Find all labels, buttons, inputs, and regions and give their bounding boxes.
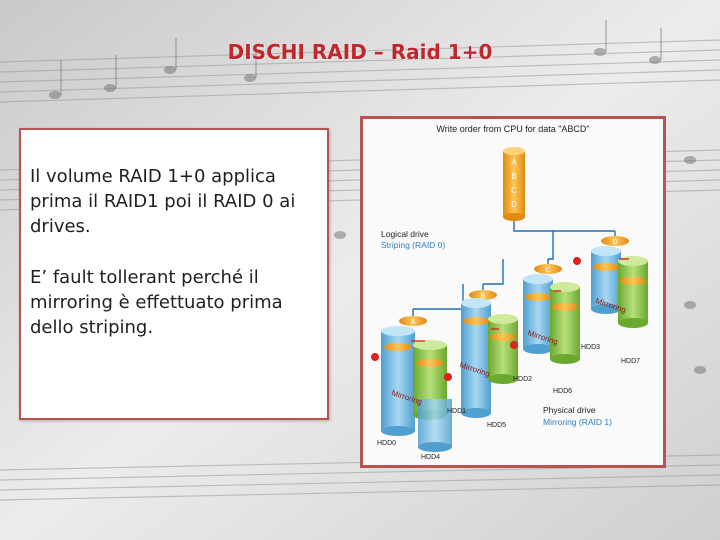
- label-hdd0: HDD0: [377, 440, 396, 447]
- svg-text:A: A: [411, 319, 416, 326]
- drive-labels: HDD7 HDD3 HDD6 HDD2 HDD1 HDD5 HDD0 HDD4: [377, 344, 640, 461]
- disk-hdd0: [381, 326, 415, 436]
- disk-hdd5: [461, 298, 491, 418]
- diagram-header: Write order from CPU for data "ABCD": [436, 124, 589, 134]
- svg-text:B: B: [511, 172, 516, 181]
- svg-text:C: C: [545, 267, 550, 274]
- label-hdd2: HDD2: [513, 376, 532, 383]
- disk-hdd4: [418, 399, 452, 452]
- slide-title: DISCHI RAID – Raid 1+0: [227, 40, 493, 64]
- label-hdd1: HDD1: [447, 408, 466, 415]
- write-burst-icons: [371, 257, 581, 381]
- physical-drive-sublabel: Mirroring (RAID 1): [543, 417, 612, 427]
- stripe-block-c: C: [534, 264, 562, 274]
- paragraph-fault-tolerant: E’ fault tollerant perché il mirroring è…: [30, 267, 283, 338]
- svg-text:B: B: [481, 293, 486, 300]
- physical-drive-label: Physical drive: [543, 405, 596, 415]
- label-hdd3: HDD3: [581, 344, 600, 351]
- raid10-diagram: Write order from CPU for data "ABCD" A B…: [360, 116, 666, 468]
- paragraph-raid10-order: Il volume RAID 1+0 applica prima il RAID…: [30, 166, 296, 237]
- stripe-block-b: B: [469, 290, 497, 300]
- disk-hdd2-mirror: [488, 314, 518, 384]
- label-hdd4: HDD4: [421, 454, 440, 461]
- svg-text:D: D: [511, 200, 517, 209]
- svg-text:A: A: [511, 158, 517, 167]
- svg-text:D: D: [612, 239, 617, 246]
- source-data-cylinder: A B C D: [503, 147, 525, 221]
- svg-text:C: C: [511, 186, 517, 195]
- disk-hdd6: [591, 246, 621, 314]
- label-hdd6: HDD6: [553, 388, 572, 395]
- disk-stripe-blocks: [384, 263, 646, 367]
- label-hdd5: HDD5: [487, 422, 506, 429]
- disk-hdd2: [523, 274, 553, 354]
- logical-drive-sublabel: Striping (RAID 0): [381, 240, 445, 250]
- disk-hdd3: [550, 282, 580, 364]
- mirroring-arrows: [411, 258, 629, 342]
- striping-arrows: [412, 221, 616, 317]
- label-hdd7: HDD7: [621, 358, 640, 365]
- text-box: Il volume RAID 1+0 applica prima il RAID…: [19, 128, 329, 420]
- logical-drive-label: Logical drive: [381, 229, 429, 239]
- stripe-block-d: D: [601, 236, 629, 246]
- stripe-block-a: A: [399, 316, 427, 326]
- disk-hdd7: [618, 256, 648, 328]
